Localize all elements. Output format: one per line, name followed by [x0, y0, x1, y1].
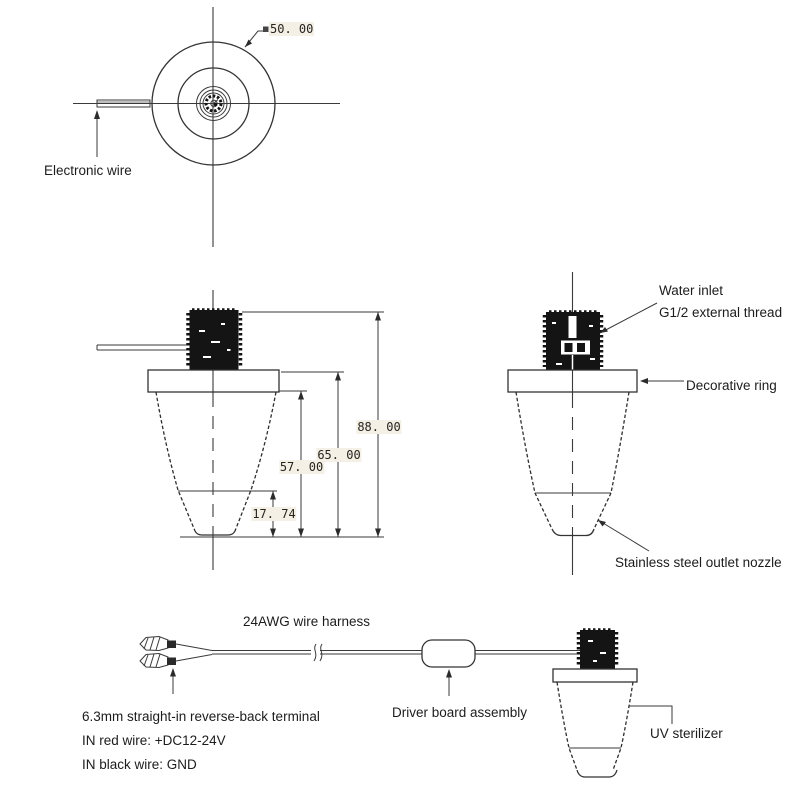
driver-board-leader [446, 669, 452, 696]
wire-shape [96, 344, 189, 351]
electronic-wire-shape [96, 99, 151, 108]
terminal-2 [139, 652, 213, 669]
uv-sterilizer-shape [552, 628, 638, 778]
uv-sterilizer-label: UV sterilizer [650, 726, 723, 741]
thread-shape-side [542, 310, 604, 370]
outlet-nozzle-label: Stainless steel outlet nozzle [615, 555, 782, 570]
terminal-label: 6.3mm straight-in reverse-back terminal [82, 709, 320, 724]
lamp-core-gear [204, 94, 223, 113]
driver-board-label: Driver board assembly [392, 705, 528, 720]
driver-board-shape [421, 639, 476, 668]
uv-sterilizer-leader [629, 705, 673, 724]
diameter-symbol-icon [263, 26, 269, 32]
extension-lines [180, 311, 384, 538]
nozzle-height-dimension: 17. 74 [251, 507, 297, 521]
front-view [96, 290, 384, 570]
diameter-dimension: 50. 00 [269, 22, 315, 36]
diameter-leader [244, 26, 269, 48]
ring-shape [147, 369, 280, 393]
top-view [73, 7, 340, 247]
wire-harness-shape [212, 643, 580, 662]
black-wire-label: IN black wire: GND [82, 757, 197, 772]
wire-harness-label: 24AWG wire harness [243, 614, 371, 629]
decorative-ring-label: Decorative ring [686, 378, 777, 393]
body-shape [155, 391, 277, 536]
electronic-wire-label: Electronic wire [44, 163, 132, 178]
water-inlet-leader [599, 302, 658, 334]
decorative-ring-leader [640, 378, 684, 384]
thread-shape [186, 308, 243, 370]
terminal-1 [139, 635, 213, 652]
electronic-wire-leader [94, 110, 100, 157]
side-view [507, 272, 684, 575]
water-inlet-label: Water inlet [659, 283, 724, 298]
outlet-nozzle-leader [597, 519, 650, 552]
body-shape-side [515, 391, 630, 537]
terminal-leader [170, 668, 176, 694]
body-height-dimension: 57. 00 [278, 460, 325, 474]
assembly-view [139, 628, 673, 778]
red-wire-label: IN red wire: +DC12-24V [82, 733, 226, 748]
thread-spec-label: G1/2 external thread [659, 305, 783, 320]
total-height-dimension: 88. 00 [356, 420, 402, 434]
ring-shape-side [507, 369, 638, 393]
ring-to-tip-dimension: 65. 00 [316, 448, 362, 462]
